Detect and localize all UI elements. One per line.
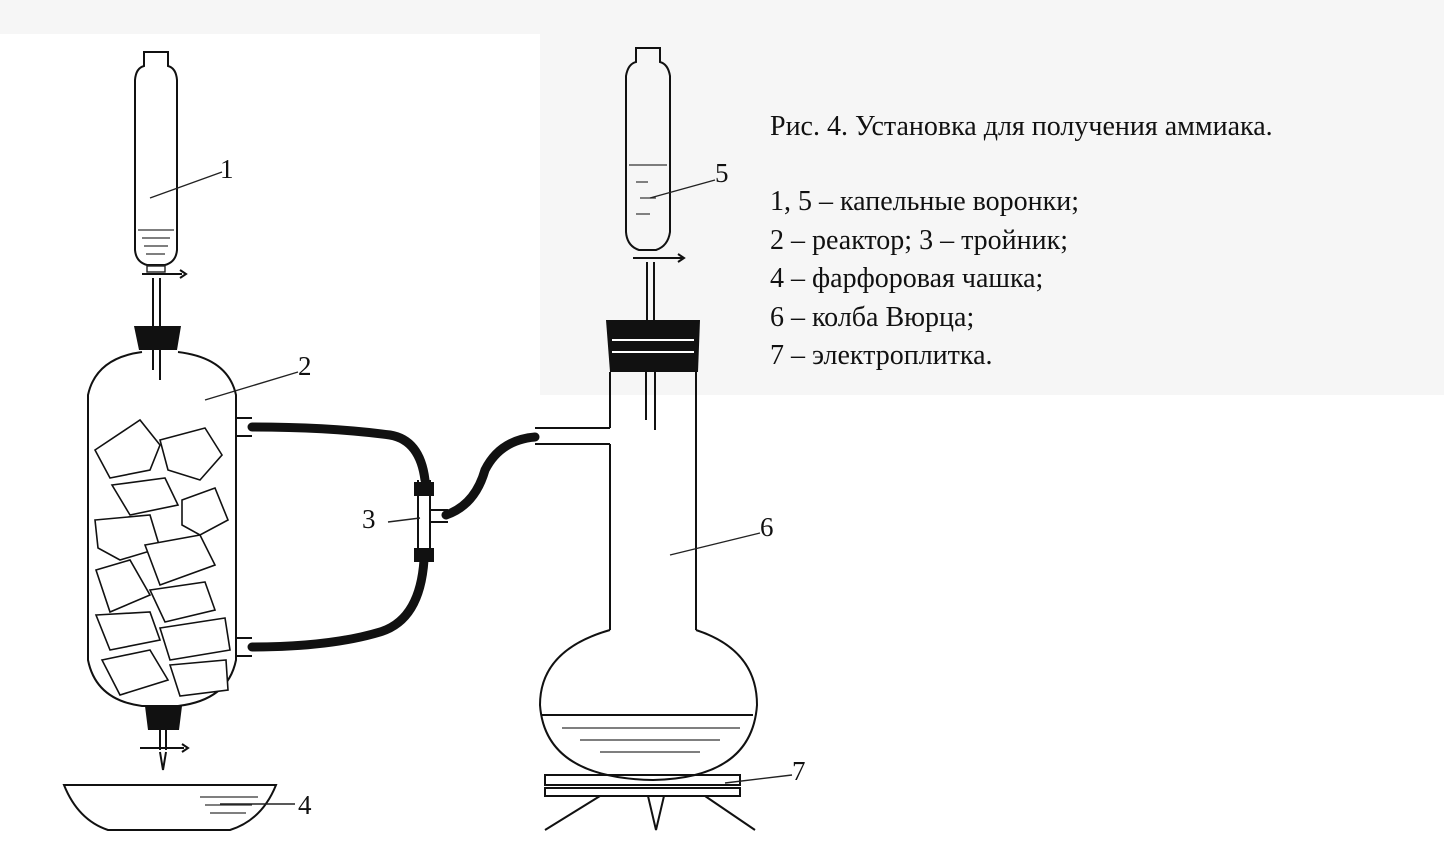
label-6: 6 bbox=[760, 512, 774, 542]
legend-item: 1, 5 – капельные воронки; bbox=[770, 186, 1079, 217]
legend-item: 4 – фарфоровая чашка; bbox=[770, 263, 1044, 294]
porcelain-dish-4 bbox=[62, 784, 278, 831]
label-5: 5 bbox=[715, 158, 729, 188]
legend-item: 2 – реактор; 3 – тройник; bbox=[770, 224, 1068, 256]
reactor-2 bbox=[87, 326, 252, 771]
label-2: 2 bbox=[298, 351, 312, 381]
rubber-tubing bbox=[247, 422, 540, 652]
legend-item: 7 – электроплитка. bbox=[770, 340, 993, 371]
scan-background-top bbox=[0, 0, 540, 34]
callouts: 1 2 3 4 5 6 7 bbox=[149, 154, 806, 820]
dropping-funnel-5 bbox=[625, 47, 686, 330]
dropping-funnel-1 bbox=[134, 51, 188, 380]
wurtz-flask-6 bbox=[535, 320, 759, 782]
figure-caption: Рис. 4. Установка для получения аммиака. bbox=[770, 111, 1273, 142]
label-3: 3 bbox=[362, 504, 376, 534]
figure-legend: 1, 5 – капельные воронки; 2 – реактор; 3… bbox=[770, 183, 1079, 376]
hot-plate-7 bbox=[544, 774, 756, 831]
tee-connector-3 bbox=[414, 480, 448, 562]
legend-item: 6 – колба Вюрца; bbox=[770, 301, 975, 333]
label-1: 1 bbox=[220, 154, 234, 184]
label-7: 7 bbox=[792, 756, 806, 786]
label-4: 4 bbox=[298, 790, 312, 820]
